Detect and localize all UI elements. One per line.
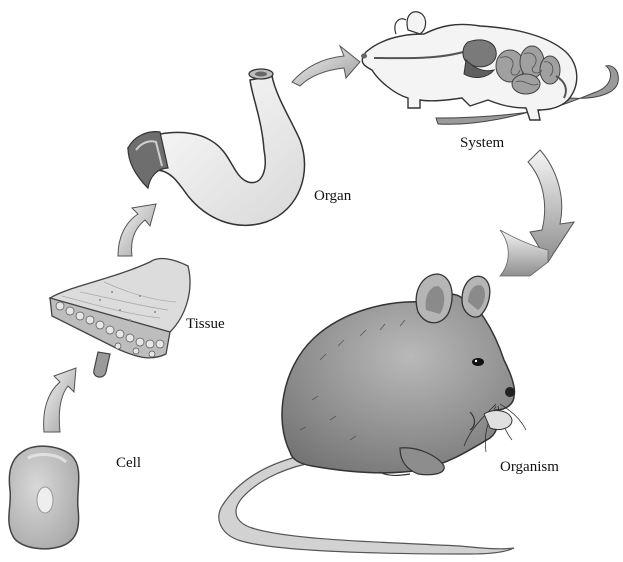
mouse-icon [219, 274, 526, 554]
arrow-system-to-organism [528, 150, 574, 262]
label-organism: Organism [500, 459, 559, 475]
label-system: System [460, 135, 505, 151]
arrow-organ-to-system [292, 46, 360, 86]
digestive-system-icon [361, 12, 618, 125]
arrow-tissue-to-organ [118, 204, 156, 256]
label-cell: Cell [116, 455, 141, 471]
cell-icon [9, 446, 79, 549]
label-tissue: Tissue [186, 316, 225, 332]
stomach-icon [128, 69, 305, 225]
label-organ: Organ [314, 188, 352, 204]
arrow-cell-to-tissue [44, 368, 76, 432]
tissue-icon [50, 259, 190, 378]
